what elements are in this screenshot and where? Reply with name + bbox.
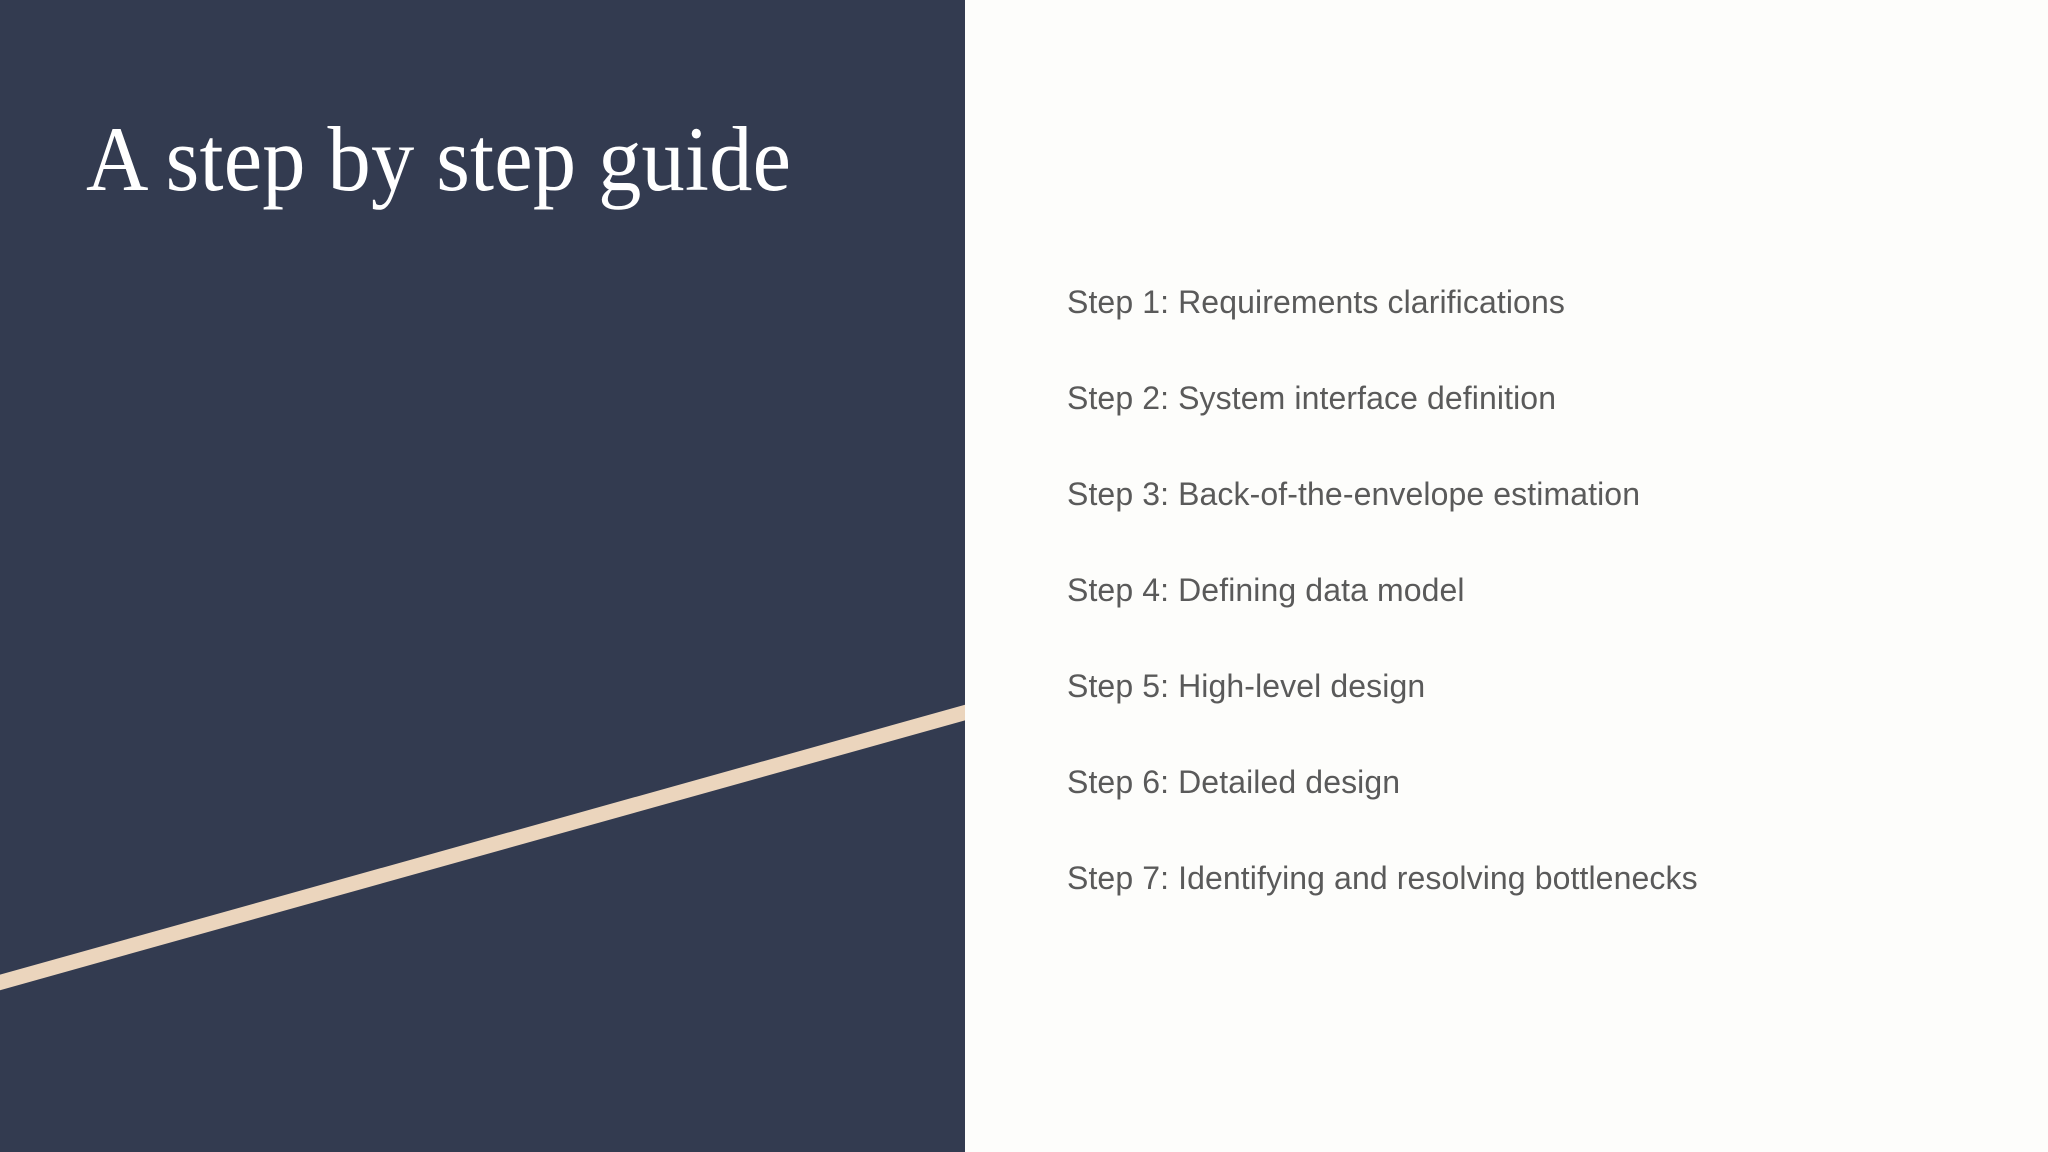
step-label: Step 3: Back-of-the-envelope estimation [1067, 476, 1641, 512]
step-label: Step 1: Requirements clarifications [1067, 284, 1565, 320]
step-label: Step 6: Detailed design [1067, 764, 1401, 800]
page-title: A step by step guide [86, 108, 792, 210]
title-panel: A step by step guide [0, 0, 965, 1152]
list-item: Step 5: High-level design [1067, 638, 2027, 734]
list-item: Step 3: Back-of-the-envelope estimation [1067, 446, 2027, 542]
list-item: Step 4: Defining data model [1067, 542, 2027, 638]
step-label: Step 4: Defining data model [1067, 572, 1465, 608]
steps-list: Step 1: Requirements clarifications Step… [1067, 254, 2027, 926]
list-item: Step 7: Identifying and resolving bottle… [1067, 830, 2027, 926]
step-label: Step 7: Identifying and resolving bottle… [1067, 860, 1698, 896]
list-item: Step 6: Detailed design [1067, 734, 2027, 830]
step-label: Step 5: High-level design [1067, 668, 1426, 704]
list-item: Step 1: Requirements clarifications [1067, 254, 2027, 350]
list-item: Step 2: System interface definition [1067, 350, 2027, 446]
step-label: Step 2: System interface definition [1067, 380, 1557, 416]
content-panel: Step 1: Requirements clarifications Step… [965, 0, 2048, 1152]
